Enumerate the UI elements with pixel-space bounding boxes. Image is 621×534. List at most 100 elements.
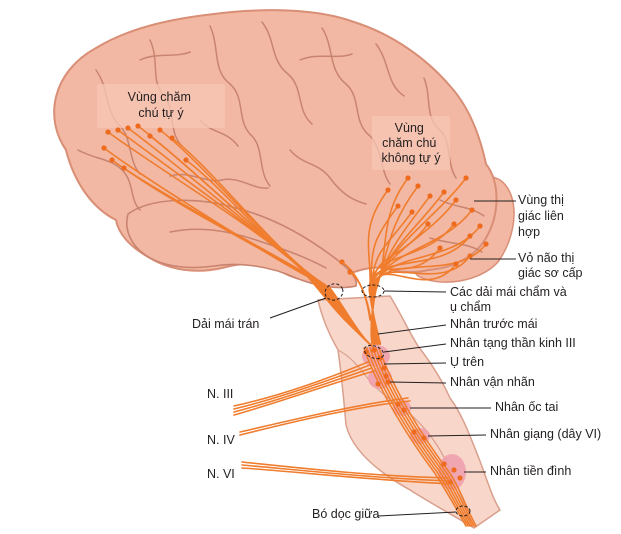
leader-abducens (427, 434, 487, 437)
visual-assoc-line-2: giác liên (518, 209, 564, 223)
primary-visual-line-2: giác sơ cấp (518, 266, 583, 280)
frontal-fiber-origin-10 (183, 157, 189, 163)
occipital-fiber-origin-7 (469, 207, 475, 213)
nucleus-dot-12 (441, 461, 447, 467)
leader-mlf (377, 511, 457, 517)
occipital-fiber-origin-11 (453, 261, 459, 267)
occipital-tracts-line-1: Các dải mái chẩm và (450, 285, 567, 299)
frontal-fiber-origin-5 (147, 133, 153, 139)
occipital-fiber-origin-5 (453, 197, 459, 203)
leader-pretectal (377, 324, 447, 335)
vestibular-nucleus-label: Nhân tiền đình (490, 464, 571, 478)
mlf-label: Bó dọc giữa (312, 507, 379, 521)
n4-strand-2 (239, 400, 411, 436)
labels: Vùng chăm chú tự ý Vùng chăm chú không t… (128, 90, 602, 521)
nucleus-dot-14 (457, 475, 463, 481)
frontal-fiber-origin-4 (135, 123, 141, 129)
n3-strand-3 (233, 367, 373, 413)
occipital-fiber-origin-9 (483, 241, 489, 247)
leader-lines (269, 200, 516, 517)
n3-strand-4 (233, 370, 375, 416)
nucleus-dot-10 (411, 429, 417, 435)
voluntary-area-label: Vùng chăm chú tự ý (128, 90, 195, 120)
occipital-fiber-origin-4 (441, 189, 447, 195)
frontal-tract-label: Dải mái trán (192, 317, 259, 331)
occipital-fiber-origin-6 (463, 175, 469, 181)
occipital-fiber-origin-18 (451, 221, 457, 227)
leader-occipital-tracts (383, 290, 447, 293)
sulcus-14 (439, 199, 485, 217)
occipital-tracts-line-2: ụ chẩm (450, 300, 491, 314)
cranial-nerves (233, 361, 453, 485)
mlf-fiber-1 (363, 347, 467, 527)
occipital-fiber-origin-10 (467, 253, 473, 259)
occipital-fiber-origin-12 (437, 245, 443, 251)
nucleus-dot-1 (363, 349, 369, 355)
frontal-fiber-origin-1 (105, 129, 111, 135)
occipital-fiber-origin-16 (385, 187, 391, 193)
occipital-fiber-origin-15 (395, 203, 401, 209)
occipital-fiber-origin-13 (425, 221, 431, 227)
voluntary-area-line-1: Vùng chăm (128, 90, 191, 104)
nucleus-dot-5 (383, 373, 389, 379)
mlf-marker (455, 505, 471, 517)
occipital-fiber-origin-17 (467, 233, 473, 239)
involuntary-area-line-3: không tự ý (381, 151, 441, 165)
primary-visual-line-1: Vỏ não thị (518, 251, 574, 265)
nucleus-dot-9 (401, 407, 407, 413)
accessory-marker (363, 344, 385, 360)
oculomotor-nucleus-label: Nhân vận nhãn (450, 375, 535, 389)
sulcus-3 (209, 25, 271, 187)
frontal-fiber-origin-2 (115, 127, 121, 133)
nucleus-dot-4 (381, 365, 387, 371)
sulcus-12 (299, 53, 353, 61)
n6-strand-3 (241, 467, 453, 485)
visual-assoc-label: Vùng thị giác liên hợp (518, 193, 567, 239)
occipital-tracts-label: Các dải mái chẩm và ụ chẩm (450, 285, 570, 314)
n6-strand-1 (241, 461, 449, 479)
n6-strand-2 (241, 464, 451, 482)
accessory-n3-label: Nhân tạng thần kinh III (450, 336, 576, 350)
sulcus-16 (169, 228, 327, 269)
frontal-fiber-origin-11 (101, 145, 107, 151)
visual-assoc-line-3: hợp (518, 225, 540, 239)
mlf-fiber-2 (366, 347, 469, 527)
frontal-fiber-origin-9 (121, 165, 127, 171)
occipital-fiber-origin-1 (405, 175, 411, 181)
sulcus-6 (375, 43, 405, 97)
n6-label: N. VI (207, 467, 235, 481)
n4-label: N. IV (207, 433, 235, 447)
fiber-tracts (101, 123, 489, 527)
occipital-fiber-origin-2 (415, 183, 421, 189)
nucleus-dot-13 (451, 467, 457, 473)
superior-colliculus-label: Ụ trên (450, 355, 484, 369)
leader-accessory-n3 (383, 343, 447, 353)
sulcus-10 (289, 149, 367, 205)
leader-superior-colliculus (383, 362, 447, 365)
nucleus-dot-3 (377, 355, 383, 361)
primary-visual-label: Vỏ não thị giác sơ cấp (518, 251, 583, 280)
frontal-fiber-11 (103, 147, 377, 351)
leader-frontal-tract (269, 297, 327, 319)
frontal-fiber-origin-3 (125, 125, 131, 131)
pretectal-label: Nhân trước mái (450, 317, 537, 331)
n3-label: N. III (207, 387, 233, 401)
occipital-fiber-origin-14 (409, 209, 415, 215)
voluntary-area-line-2: chú tự ý (138, 106, 184, 120)
n3-strand-2 (233, 364, 371, 410)
involuntary-area-label: Vùng chăm chú không tự ý (381, 121, 441, 165)
involuntary-area-line-1: Vùng (395, 121, 424, 135)
visual-assoc-line-1: Vùng thị (518, 193, 564, 207)
occipital-fiber-18 (368, 223, 455, 345)
nucleus-dot-6 (375, 381, 381, 387)
involuntary-area-line-2: chăm chú (382, 136, 436, 150)
occipital-fiber-origin-3 (427, 193, 433, 199)
occipital-fiber-extra-2 (349, 271, 373, 327)
nucleus-dot-7 (385, 379, 391, 385)
nucleus-dot-11 (421, 435, 427, 441)
leader-oculomotor (389, 381, 447, 384)
occipital-fiber-origin-8 (477, 223, 483, 229)
sulcus-11 (139, 51, 191, 61)
sulcus-8 (77, 149, 141, 211)
